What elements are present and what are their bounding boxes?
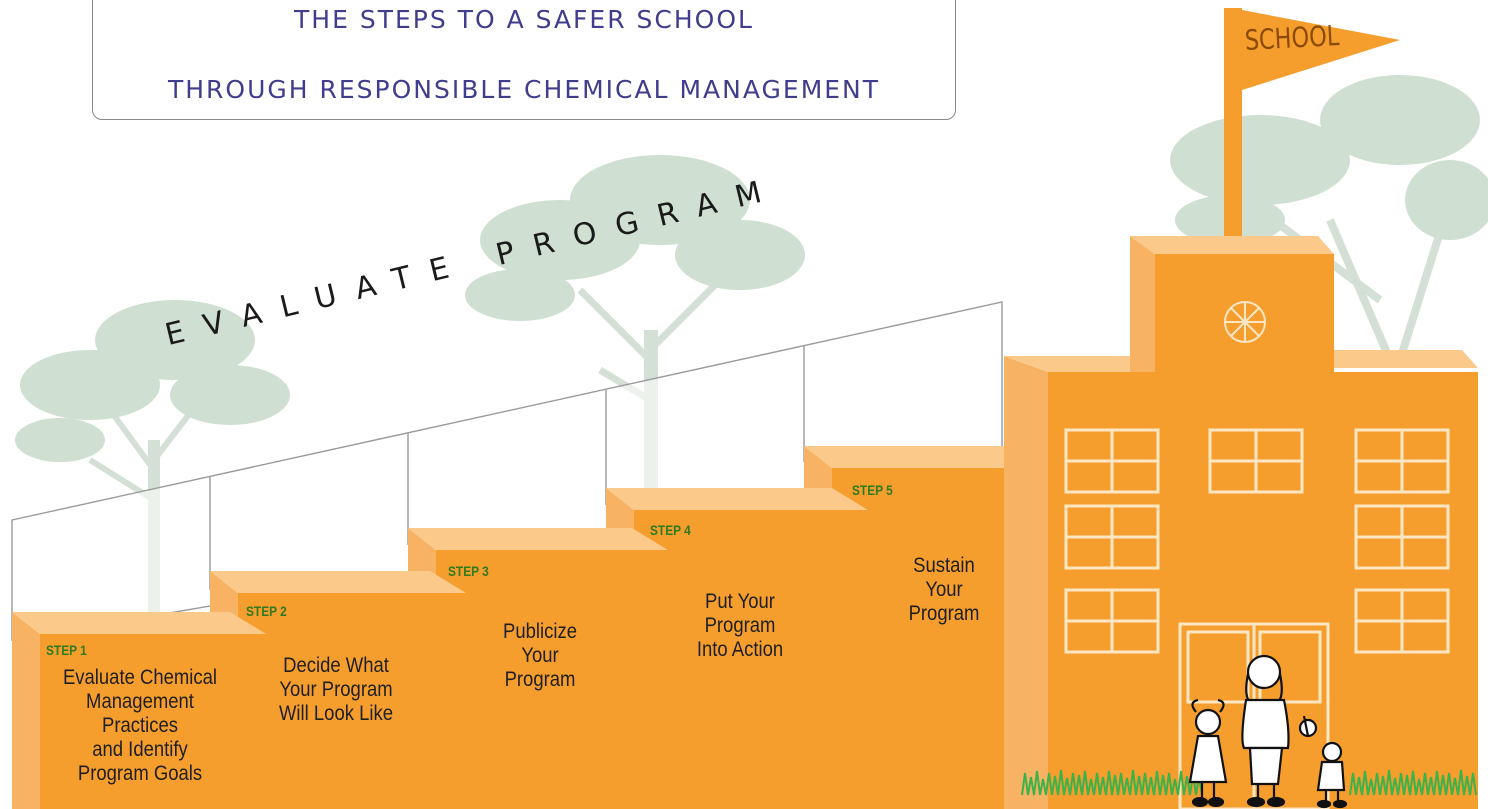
- step-2-description-line: Your Program: [279, 678, 393, 701]
- girl-figure: [1188, 698, 1228, 808]
- school-window: [1064, 428, 1160, 494]
- step-1-front-face: [40, 634, 266, 809]
- school-tower-side-face: [1130, 236, 1155, 372]
- step-3-description-line: Program: [504, 668, 576, 691]
- step-5-description-line: Program: [908, 602, 980, 625]
- step-3-tag: STEP 3: [448, 563, 489, 579]
- step-1-side-face: [12, 612, 40, 809]
- grass: [1021, 769, 1477, 796]
- school-window: [1354, 428, 1450, 494]
- steps-layer: [12, 446, 1072, 809]
- flag-pole: [1224, 8, 1242, 246]
- title-line-1: THE STEPS TO A SAFER SCHOOL: [294, 5, 754, 34]
- step-4-description-line: Into Action: [696, 638, 784, 661]
- step-1-description-line: Program Goals: [77, 762, 203, 785]
- step-1-description-line: Practices: [101, 714, 178, 737]
- step-4-description-line: Put Your: [705, 590, 775, 613]
- school-window: [1064, 504, 1160, 570]
- step-1-description-line: and Identify: [92, 738, 188, 761]
- step-2-front-face: [238, 593, 466, 809]
- step-5-description-line: Your: [925, 578, 963, 601]
- step-4-tag: STEP 4: [650, 522, 691, 538]
- step-1-description-line: Management: [86, 690, 194, 713]
- school-building: [1004, 8, 1478, 809]
- school-left-side-face: [1004, 356, 1048, 809]
- step-5-description-line: Sustain: [913, 554, 975, 577]
- title-box: THE STEPS TO A SAFER SCHOOL THROUGH RESP…: [92, 0, 956, 120]
- step-3-description-line: Publicize: [503, 620, 577, 643]
- step-2-description-line: Decide What: [283, 654, 389, 677]
- title-line-2: THROUGH RESPONSIBLE CHEMICAL MANAGEMENT: [167, 75, 881, 104]
- step-1-description-line: Evaluate Chemical: [62, 666, 218, 689]
- step-2-block: [210, 571, 466, 809]
- school-window: [1354, 588, 1450, 654]
- step-2-top-face: [210, 571, 466, 593]
- step-3-description-line: Your: [521, 644, 559, 667]
- school-tower-top-face: [1130, 236, 1334, 254]
- step-1-top-face: [12, 612, 266, 634]
- step-3-top-face: [408, 528, 668, 550]
- school-window: [1064, 588, 1160, 654]
- school-windows: [1064, 428, 1450, 654]
- step-2-tag: STEP 2: [246, 603, 287, 619]
- teacher-figure: [1241, 654, 1290, 808]
- step-5-tag: STEP 5: [852, 482, 893, 498]
- people-illustration: [1188, 654, 1348, 809]
- flag-pennant: [1242, 10, 1400, 90]
- tree-right: [1170, 75, 1488, 362]
- school-window: [1354, 504, 1450, 570]
- tree-left: [15, 300, 290, 620]
- step-3-front-face: [436, 550, 668, 809]
- step-4-description-line: Program: [704, 614, 776, 637]
- school-left-top-face: [1004, 356, 1160, 372]
- step-1-block: [12, 612, 266, 809]
- step-4-front-face: [634, 510, 868, 809]
- step-1-tag: STEP 1: [46, 642, 87, 658]
- school-window: [1208, 428, 1304, 494]
- flag-label: SCHOOL: [1244, 19, 1341, 57]
- school-right-top-face: [1334, 350, 1478, 368]
- step-2-description-line: Will Look Like: [278, 702, 394, 725]
- clock-window: [1224, 301, 1266, 343]
- child-figure: [1298, 715, 1348, 809]
- step-4-top-face: [606, 488, 868, 510]
